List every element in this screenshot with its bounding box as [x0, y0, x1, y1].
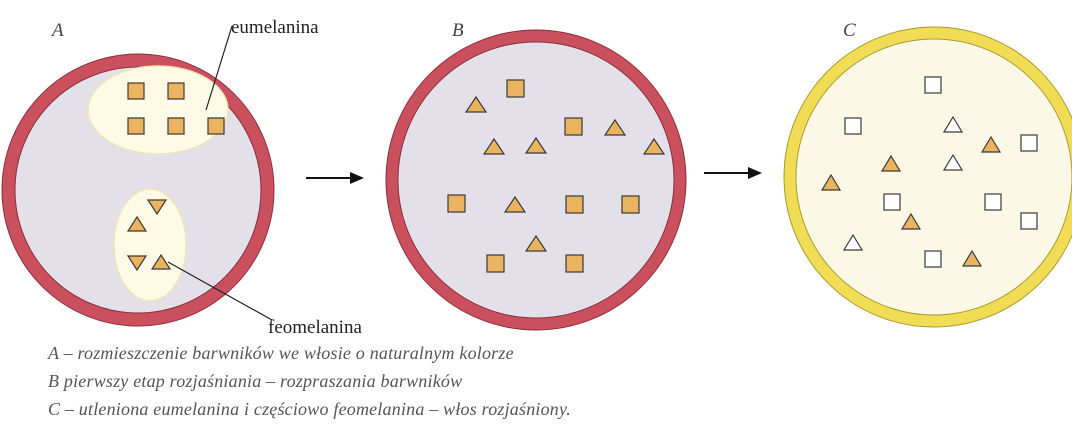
eumelanin-granule	[507, 80, 524, 97]
oxidized-eumelanin-granule	[925, 251, 941, 267]
panel-c-letter: C	[843, 20, 856, 41]
panel-b: B	[386, 20, 686, 330]
eumelanin-granule	[168, 118, 184, 134]
panel-b-cortex	[398, 42, 674, 318]
panel-b-letter: B	[452, 20, 464, 41]
eumelanin-granule	[448, 195, 465, 212]
eumelanin-granule	[566, 196, 583, 213]
eumelanin-granule	[566, 255, 583, 272]
eumelanin-granule	[208, 118, 224, 134]
panel-c: C	[784, 20, 1072, 327]
legend-line-c: C – utleniona eumelanina i częściowo feo…	[48, 399, 571, 420]
oxidized-eumelanin-granule	[845, 118, 861, 134]
oxidized-eumelanin-granule	[1021, 213, 1037, 229]
eumelanin-granule	[565, 118, 582, 135]
pheomelanin-cluster	[114, 189, 186, 301]
oxidized-eumelanin-granule	[925, 77, 941, 93]
oxidized-eumelanin-granule	[1021, 135, 1037, 151]
eumelanin-granule	[622, 196, 639, 213]
legend-line-a: A – rozmieszczenie barwników we włosie o…	[48, 343, 514, 364]
pheomelanin-label: feomelanina	[268, 317, 362, 338]
eumelanin-granule	[487, 255, 504, 272]
eumelanin-granule	[128, 83, 144, 99]
arrow-b-to-c	[704, 167, 762, 179]
legend-line-b: B pierwszy etap rozjaśniania – rozprasza…	[48, 371, 462, 392]
eumelanin-cluster	[88, 66, 228, 154]
oxidized-eumelanin-granule	[884, 194, 900, 210]
eumelanin-granule	[128, 118, 144, 134]
arrow-a-to-b	[306, 172, 364, 184]
oxidized-eumelanin-granule	[985, 194, 1001, 210]
eumelanin-granule	[168, 83, 184, 99]
eumelanin-label: eumelanina	[231, 17, 319, 38]
panel-a-letter: A	[50, 20, 64, 41]
